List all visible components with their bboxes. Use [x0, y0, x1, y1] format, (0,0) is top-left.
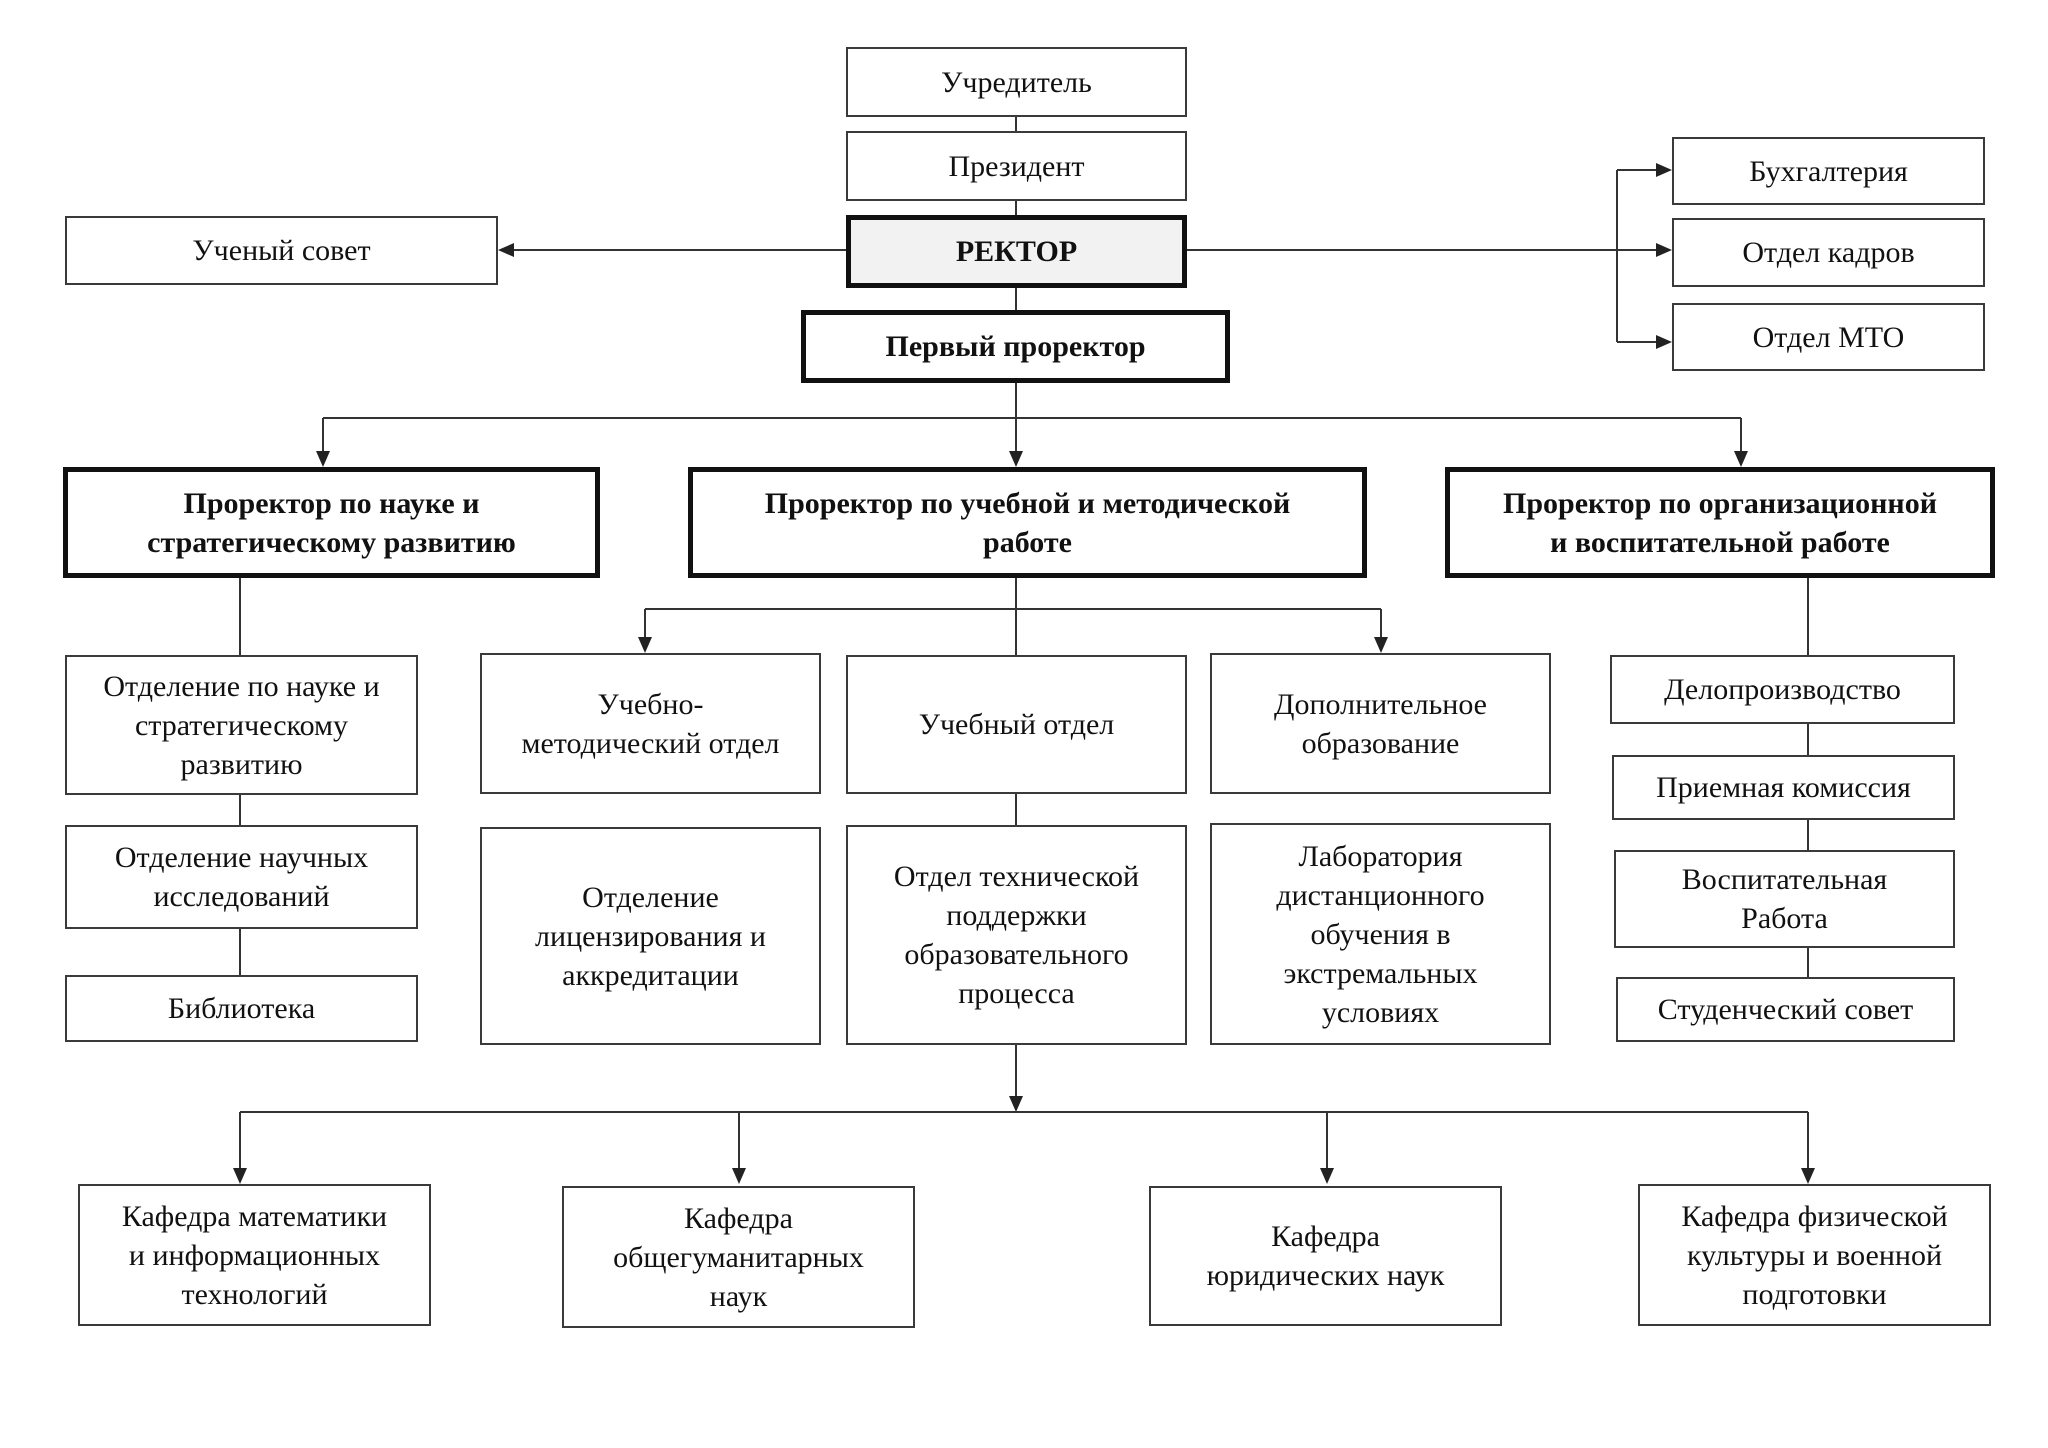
- mto-label: Отдел МТО: [1752, 320, 1905, 354]
- dept-humanities-box: Кафедра общегуманитарных наук: [562, 1186, 915, 1328]
- science-unit-box: Отделение по науке и стратегическому раз…: [65, 655, 418, 795]
- mto-box: Отдел МТО: [1672, 303, 1985, 371]
- accounting-box: Бухгалтерия: [1672, 137, 1985, 205]
- research-unit-box: Отделение научных исследований: [65, 825, 418, 929]
- student-council-label: Студенческий совет: [1657, 993, 1914, 1026]
- rector-box: РЕКТОР: [846, 215, 1187, 288]
- distance-lab-label: Лаборатория дистанционного обучения в эк…: [1276, 839, 1485, 1029]
- hr-label: Отдел кадров: [1742, 236, 1915, 269]
- upbringing-label: Воспитательная Работа: [1681, 863, 1888, 935]
- arrow-to-science: [316, 451, 330, 467]
- arrow-to-council: [498, 243, 514, 257]
- methodical-dept-box: Учебно- методический отдел: [480, 653, 821, 794]
- tech-support-box: Отдел технической поддержки образователь…: [846, 825, 1187, 1045]
- vice-rector-science-label: Проректор по науке и стратегическому раз…: [147, 486, 516, 559]
- tech-support-label: Отдел технической поддержки образователь…: [893, 860, 1140, 1010]
- dept-math-label: Кафедра математики и информационных техн…: [121, 1199, 388, 1311]
- admissions-box: Приемная комиссия: [1612, 755, 1955, 820]
- records-label: Делопроизводство: [1664, 673, 1901, 706]
- academic-dept-label: Учебный отдел: [918, 708, 1115, 741]
- arrow-to-methodical: [638, 637, 652, 653]
- licensing-unit-box: Отделение лицензирования и аккредитации: [480, 827, 821, 1045]
- dept-law-box: Кафедра юридических наук: [1149, 1186, 1502, 1326]
- licensing-unit-label: Отделение лицензирования и аккредитации: [535, 880, 766, 992]
- president-label: Президент: [948, 149, 1085, 183]
- arrow-to-additional: [1374, 637, 1388, 653]
- first-vice-rector-box: Первый проректор: [801, 310, 1230, 383]
- academic-council-box: Ученый совет: [65, 216, 498, 285]
- admissions-label: Приемная комиссия: [1656, 771, 1911, 804]
- dept-math-box: Кафедра математики и информационных техн…: [78, 1184, 431, 1326]
- dept-physical-label: Кафедра физической культуры и военной по…: [1681, 1199, 1948, 1311]
- vice-rector-science-box: Проректор по науке и стратегическому раз…: [63, 467, 600, 578]
- additional-education-label: Дополнительное образование: [1273, 687, 1488, 760]
- distance-lab-box: Лаборатория дистанционного обучения в эк…: [1210, 823, 1551, 1045]
- methodical-dept-label: Учебно- методический отдел: [521, 687, 780, 760]
- arrow-to-mto: [1656, 335, 1672, 349]
- research-unit-label: Отделение научных исследований: [114, 841, 369, 913]
- dept-law-label: Кафедра юридических наук: [1206, 1220, 1445, 1292]
- arrow-to-dept-1: [233, 1168, 247, 1184]
- arrow-to-dept-4: [1801, 1168, 1815, 1184]
- science-unit-label: Отделение по науке и стратегическому раз…: [103, 669, 380, 781]
- academic-dept-box: Учебный отдел: [846, 655, 1187, 794]
- additional-education-box: Дополнительное образование: [1210, 653, 1551, 794]
- dept-physical-box: Кафедра физической культуры и военной по…: [1638, 1184, 1991, 1326]
- arrow-to-dept-2: [732, 1168, 746, 1184]
- arrow-to-education: [1009, 451, 1023, 467]
- arrow-to-hr: [1656, 243, 1672, 257]
- hr-box: Отдел кадров: [1672, 218, 1985, 287]
- rector-label: РЕКТОР: [955, 235, 1078, 268]
- arrow-to-accounting: [1656, 163, 1672, 177]
- first-vice-rector-label: Первый проректор: [885, 330, 1146, 363]
- academic-council-label: Ученый совет: [192, 234, 371, 267]
- arrow-to-dept-bus: [1009, 1096, 1023, 1112]
- dept-humanities-label: Кафедра общегуманитарных наук: [613, 1201, 864, 1313]
- founder-label: Учредитель: [941, 65, 1092, 99]
- accounting-label: Бухгалтерия: [1749, 154, 1908, 188]
- vice-rector-organization-box: Проректор по организационной и воспитате…: [1445, 467, 1995, 578]
- arrow-to-organization: [1734, 451, 1748, 467]
- upbringing-box: Воспитательная Работа: [1614, 850, 1955, 948]
- records-box: Делопроизводство: [1610, 655, 1955, 724]
- student-council-box: Студенческий совет: [1616, 977, 1955, 1042]
- arrow-to-dept-3: [1320, 1168, 1334, 1184]
- library-label: Библиотека: [167, 992, 316, 1025]
- vice-rector-organization-label: Проректор по организационной и воспитате…: [1503, 486, 1937, 559]
- vice-rector-education-label: Проректор по учебной и методической рабо…: [764, 486, 1291, 559]
- president-box: Президент: [846, 131, 1187, 201]
- founder-box: Учредитель: [846, 47, 1187, 117]
- vice-rector-education-box: Проректор по учебной и методической рабо…: [688, 467, 1367, 578]
- library-box: Библиотека: [65, 975, 418, 1042]
